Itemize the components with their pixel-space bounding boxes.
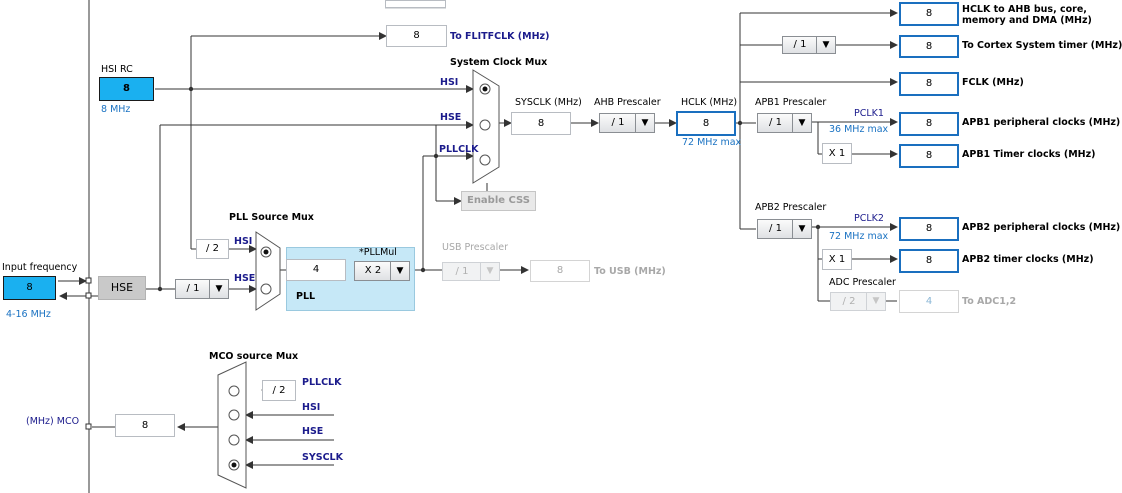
hclk-ahb-output[interactable]: 8 (899, 2, 959, 26)
usb-value: 8 (530, 260, 590, 282)
pll-label: PLL (296, 291, 316, 302)
sysclk-label: SYSCLK (MHz) (515, 97, 582, 108)
usb-prescaler-select[interactable]: / 1 ▼ (442, 262, 500, 281)
hse-block: HSE (98, 276, 146, 300)
hclk-label: HCLK (MHz) (681, 97, 738, 108)
sysclk-value: 8 (511, 112, 571, 135)
sysclk-mux-hsi-label: HSI (440, 77, 459, 88)
cortex-prescaler-select[interactable]: / 1 ▼ (782, 36, 836, 54)
pll-source-mux-shape (255, 231, 281, 311)
ahb-prescaler-value: / 1 (611, 117, 625, 128)
input-frequency-field[interactable]: 8 (3, 276, 56, 300)
apb2-periph-output[interactable]: 8 (899, 217, 959, 241)
cortex-prescaler-value: / 1 (793, 39, 807, 50)
flitfclk-label: To FLITFCLK (MHz) (450, 31, 550, 42)
apb1-prescaler-label: APB1 Prescaler (755, 97, 827, 108)
chevron-down-icon: ▼ (635, 114, 654, 132)
usb-prescaler-title: USB Prescaler (442, 242, 509, 253)
flitfclk-value: 8 (386, 25, 447, 47)
system-clock-mux[interactable] (473, 70, 499, 183)
mco-source-mux[interactable] (218, 362, 246, 488)
hclk-ahb-label-2: memory and DMA (MHz) (962, 15, 1092, 26)
system-clock-mux-title: System Clock Mux (450, 57, 548, 68)
hsi-div2-box: / 2 (196, 239, 229, 259)
fclk-output[interactable]: 8 (899, 72, 959, 96)
top-partial-box (385, 0, 446, 8)
pclk1-label: PCLK1 (854, 108, 884, 119)
chevron-down-icon: ▼ (866, 293, 885, 310)
pll-source-hsi-label: HSI (234, 236, 253, 247)
mco-hse-label: HSE (302, 426, 324, 437)
mco-pllclk-label: PLLCLK (302, 377, 342, 388)
apb1-max: 36 MHz max (829, 124, 889, 135)
pclk2-label: PCLK2 (854, 213, 884, 224)
pll-mul-select[interactable]: X 2 ▼ (354, 261, 410, 281)
pll-source-mux-title: PLL Source Mux (229, 212, 314, 223)
apb2-periph-label: APB2 peripheral clocks (MHz) (962, 222, 1121, 233)
fclk-label: FCLK (MHz) (962, 77, 1024, 88)
apb2-timer-output[interactable]: 8 (899, 249, 959, 273)
apb1-timer-mult: X 1 (822, 143, 852, 164)
apb1-periph-label: APB1 peripheral clocks (MHz) (962, 117, 1121, 128)
adc-prescaler-select[interactable]: / 2 ▼ (830, 292, 886, 311)
chevron-down-icon: ▼ (792, 220, 811, 238)
ahb-prescaler-select[interactable]: / 1 ▼ (599, 113, 655, 133)
hsi-rc-freq: 8 MHz (101, 104, 131, 115)
hse-prediv-value: / 1 (186, 283, 200, 294)
pll-source-hse-label: HSE (234, 273, 256, 284)
hsi-rc-label: HSI RC (101, 64, 133, 75)
hclk-max: 72 MHz max (682, 137, 742, 148)
apb2-prescaler-select[interactable]: / 1 ▼ (757, 219, 812, 239)
input-frequency-range: 4-16 MHz (6, 309, 51, 320)
sysclk-mux-hse-label: HSE (440, 112, 462, 123)
pll-mul-value: X 2 (364, 265, 382, 276)
hclk-ahb-label: HCLK to AHB bus, core, (962, 4, 1087, 15)
chevron-down-icon: ▼ (816, 37, 835, 53)
hsi-rc-value: 8 (99, 77, 154, 101)
usb-label: To USB (MHz) (594, 266, 666, 277)
cortex-timer-label: To Cortex System timer (MHz) (962, 40, 1122, 51)
sysclk-mux-pllclk-label: PLLCLK (439, 144, 479, 155)
enable-css-button[interactable]: Enable CSS (461, 191, 536, 211)
apb2-timer-mult: X 1 (822, 249, 852, 270)
cortex-timer-output[interactable]: 8 (899, 35, 959, 58)
pll-input-value: 4 (286, 259, 346, 281)
chevron-down-icon: ▼ (792, 114, 811, 132)
mco-label: (MHz) MCO (26, 416, 80, 427)
adc-label: To ADC1,2 (962, 296, 1017, 307)
chevron-down-icon: ▼ (209, 280, 228, 298)
apb1-prescaler-select[interactable]: / 1 ▼ (757, 113, 812, 133)
apb1-periph-output[interactable]: 8 (899, 112, 959, 136)
hse-prediv-select[interactable]: / 1 ▼ (175, 279, 229, 299)
mco-pll-div2: / 2 (262, 380, 296, 401)
clock-tree-wires (58, 0, 898, 493)
apb1-timer-label: APB1 Timer clocks (MHz) (962, 149, 1096, 160)
ahb-prescaler-label: AHB Prescaler (594, 97, 661, 108)
mco-sysclk-label: SYSCLK (302, 452, 343, 463)
apb1-prescaler-value: / 1 (769, 117, 782, 128)
adc-prescaler-label: ADC Prescaler (829, 277, 896, 288)
system-clock-mux-shape (472, 69, 500, 184)
pll-source-mux[interactable] (256, 232, 280, 310)
pll-mul-label: *PLLMul (359, 247, 397, 258)
hclk-field[interactable]: 8 (676, 111, 736, 136)
mco-value: 8 (115, 414, 175, 437)
mco-source-mux-title: MCO source Mux (209, 351, 299, 362)
apb2-prescaler-value: / 1 (769, 223, 782, 234)
adc-prescaler-value: / 2 (842, 296, 856, 307)
chevron-down-icon: ▼ (480, 263, 499, 280)
mco-hsi-label: HSI (302, 402, 321, 413)
apb2-prescaler-label: APB2 Prescaler (755, 202, 827, 213)
apb2-max: 72 MHz max (829, 231, 889, 242)
adc-value: 4 (899, 290, 959, 313)
chevron-down-icon: ▼ (390, 262, 409, 280)
usb-prescaler-value: / 1 (455, 266, 469, 277)
input-frequency-label: Input frequency (2, 262, 78, 273)
apb1-timer-output[interactable]: 8 (899, 144, 959, 168)
apb2-timer-label: APB2 timer clocks (MHz) (962, 254, 1094, 265)
mco-mux-shape (217, 361, 247, 489)
